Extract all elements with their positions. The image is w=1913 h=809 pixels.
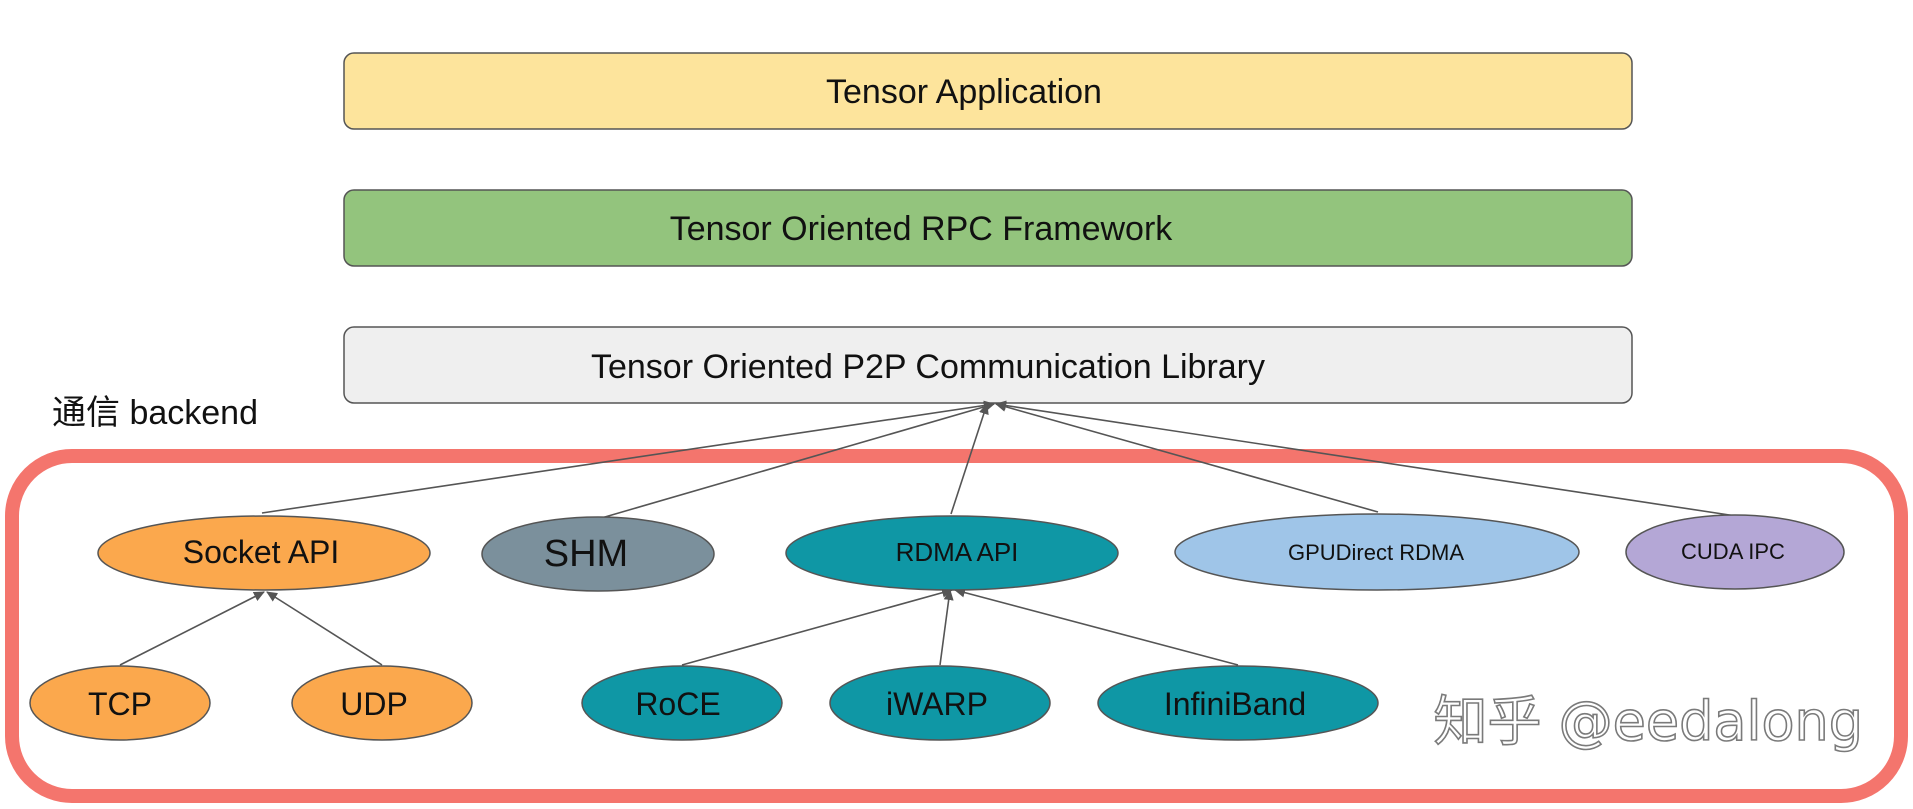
node-infiniband: InfiniBand [1097, 665, 1379, 741]
layer-rpc-framework: Tensor Oriented RPC Framework [343, 189, 1633, 267]
rpc-framework-box [343, 189, 1633, 267]
edges-within-backend [119, 587, 1239, 666]
layer-tensor-application: Tensor Application [343, 52, 1633, 130]
backend-title: 通信 backend [52, 394, 258, 432]
edge-iwarp-to-rdma [939, 589, 954, 666]
cuda-ipc-ellipse [1625, 514, 1845, 590]
shm-label: SHM [544, 533, 628, 575]
rdma-api-label: RDMA API [896, 537, 1019, 567]
edge-udp-to-socket [266, 591, 383, 666]
backend-frame [5, 449, 1908, 803]
udp-ellipse [291, 665, 473, 741]
node-rdma-api: RDMA API [785, 515, 1119, 591]
socket-api-label: Socket API [183, 534, 340, 570]
rdma-api-ellipse [785, 515, 1119, 591]
edges-to-p2p [261, 400, 1737, 520]
p2p-library-label: Tensor Oriented P2P Communication Librar… [591, 348, 1265, 386]
watermark: 知乎 @eedalong [1433, 690, 1863, 753]
node-iwarp: iWARP [829, 665, 1051, 741]
layer-p2p-library: Tensor Oriented P2P Communication Librar… [343, 326, 1633, 404]
edge-tcp-to-socket [119, 591, 265, 666]
edge-infiniband-to-rdma [954, 587, 1239, 666]
iwarp-ellipse [829, 665, 1051, 741]
rpc-framework-label: Tensor Oriented RPC Framework [670, 210, 1174, 248]
gpudirect-rdma-label: GPUDirect RDMA [1288, 540, 1464, 565]
roce-label: RoCE [635, 686, 720, 722]
node-tcp: TCP [29, 665, 211, 741]
node-cuda-ipc: CUDA IPC [1625, 514, 1845, 590]
edge-gpudirect-to-p2p [995, 401, 1379, 513]
node-udp: UDP [291, 665, 473, 741]
tcp-label: TCP [88, 686, 152, 722]
edge-socket-to-p2p [261, 400, 995, 514]
edge-shm-to-p2p [597, 401, 995, 520]
infiniband-label: InfiniBand [1164, 686, 1306, 722]
roce-ellipse [581, 665, 783, 741]
node-socket-api: Socket API [97, 515, 431, 591]
edge-rdma-to-p2p [950, 403, 989, 515]
iwarp-label: iWARP [886, 686, 988, 722]
tcp-ellipse [29, 665, 211, 741]
gpudirect-rdma-ellipse [1174, 513, 1580, 591]
shm-ellipse [481, 516, 715, 592]
application-box [343, 52, 1633, 130]
edge-roce-to-rdma [681, 587, 953, 666]
node-gpudirect-rdma: GPUDirect RDMA [1174, 513, 1580, 591]
node-roce: RoCE [581, 665, 783, 741]
application-label: Tensor Application [826, 73, 1102, 111]
udp-label: UDP [340, 686, 408, 722]
node-shm: SHM [481, 516, 715, 592]
edge-cuda-to-p2p [995, 400, 1737, 517]
socket-api-ellipse [97, 515, 431, 591]
cuda-ipc-label: CUDA IPC [1681, 539, 1785, 564]
infiniband-ellipse [1097, 665, 1379, 741]
